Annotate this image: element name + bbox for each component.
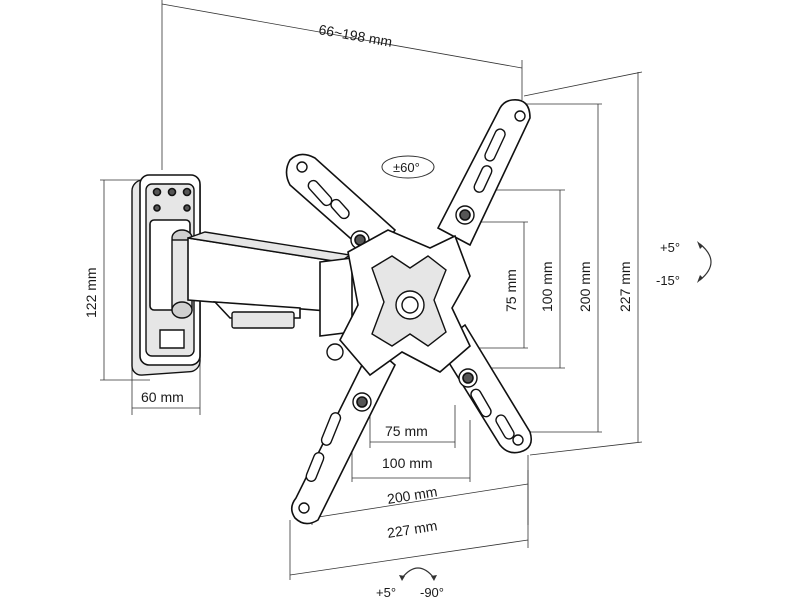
vesa-horizontal-227-label: 227 mm <box>386 517 438 541</box>
vesa-horizontal-75-label: 75 mm <box>385 423 428 439</box>
vesa-vertical-200-label: 200 mm <box>577 261 593 312</box>
vesa-vertical-100-label: 100 mm <box>539 261 555 312</box>
vesa-vertical-227-label: 227 mm <box>617 261 633 312</box>
arm-extension-label: 66~198 mm <box>317 21 393 50</box>
swivel-right-label: -90° <box>420 585 444 600</box>
swivel-left-label: +5° <box>376 585 396 600</box>
rotation-indicator: ±60° <box>381 155 435 179</box>
tilt-arrow-icon <box>699 243 712 281</box>
swing-arm <box>187 231 353 361</box>
swivel-arrow-icon <box>401 567 435 579</box>
wall-plate-height-label: 122 mm <box>83 267 99 318</box>
vesa-horizontal-200-label: 200 mm <box>386 483 438 507</box>
wall-plate <box>131 174 201 376</box>
tilt-down-label: -15° <box>656 273 680 288</box>
wall-plate-width-label: 60 mm <box>141 389 184 405</box>
rotation-label: ±60° <box>393 160 420 175</box>
vesa-horizontal-100-label: 100 mm <box>382 455 433 471</box>
vesa-vertical-75-label: 75 mm <box>503 269 519 312</box>
rotation-arrow-icon <box>381 155 435 179</box>
tilt-up-label: +5° <box>660 240 680 255</box>
vesa-bracket <box>285 99 533 525</box>
swivel-indicator: +5° -90° <box>376 567 444 600</box>
tilt-indicator: +5° -15° <box>656 240 712 288</box>
